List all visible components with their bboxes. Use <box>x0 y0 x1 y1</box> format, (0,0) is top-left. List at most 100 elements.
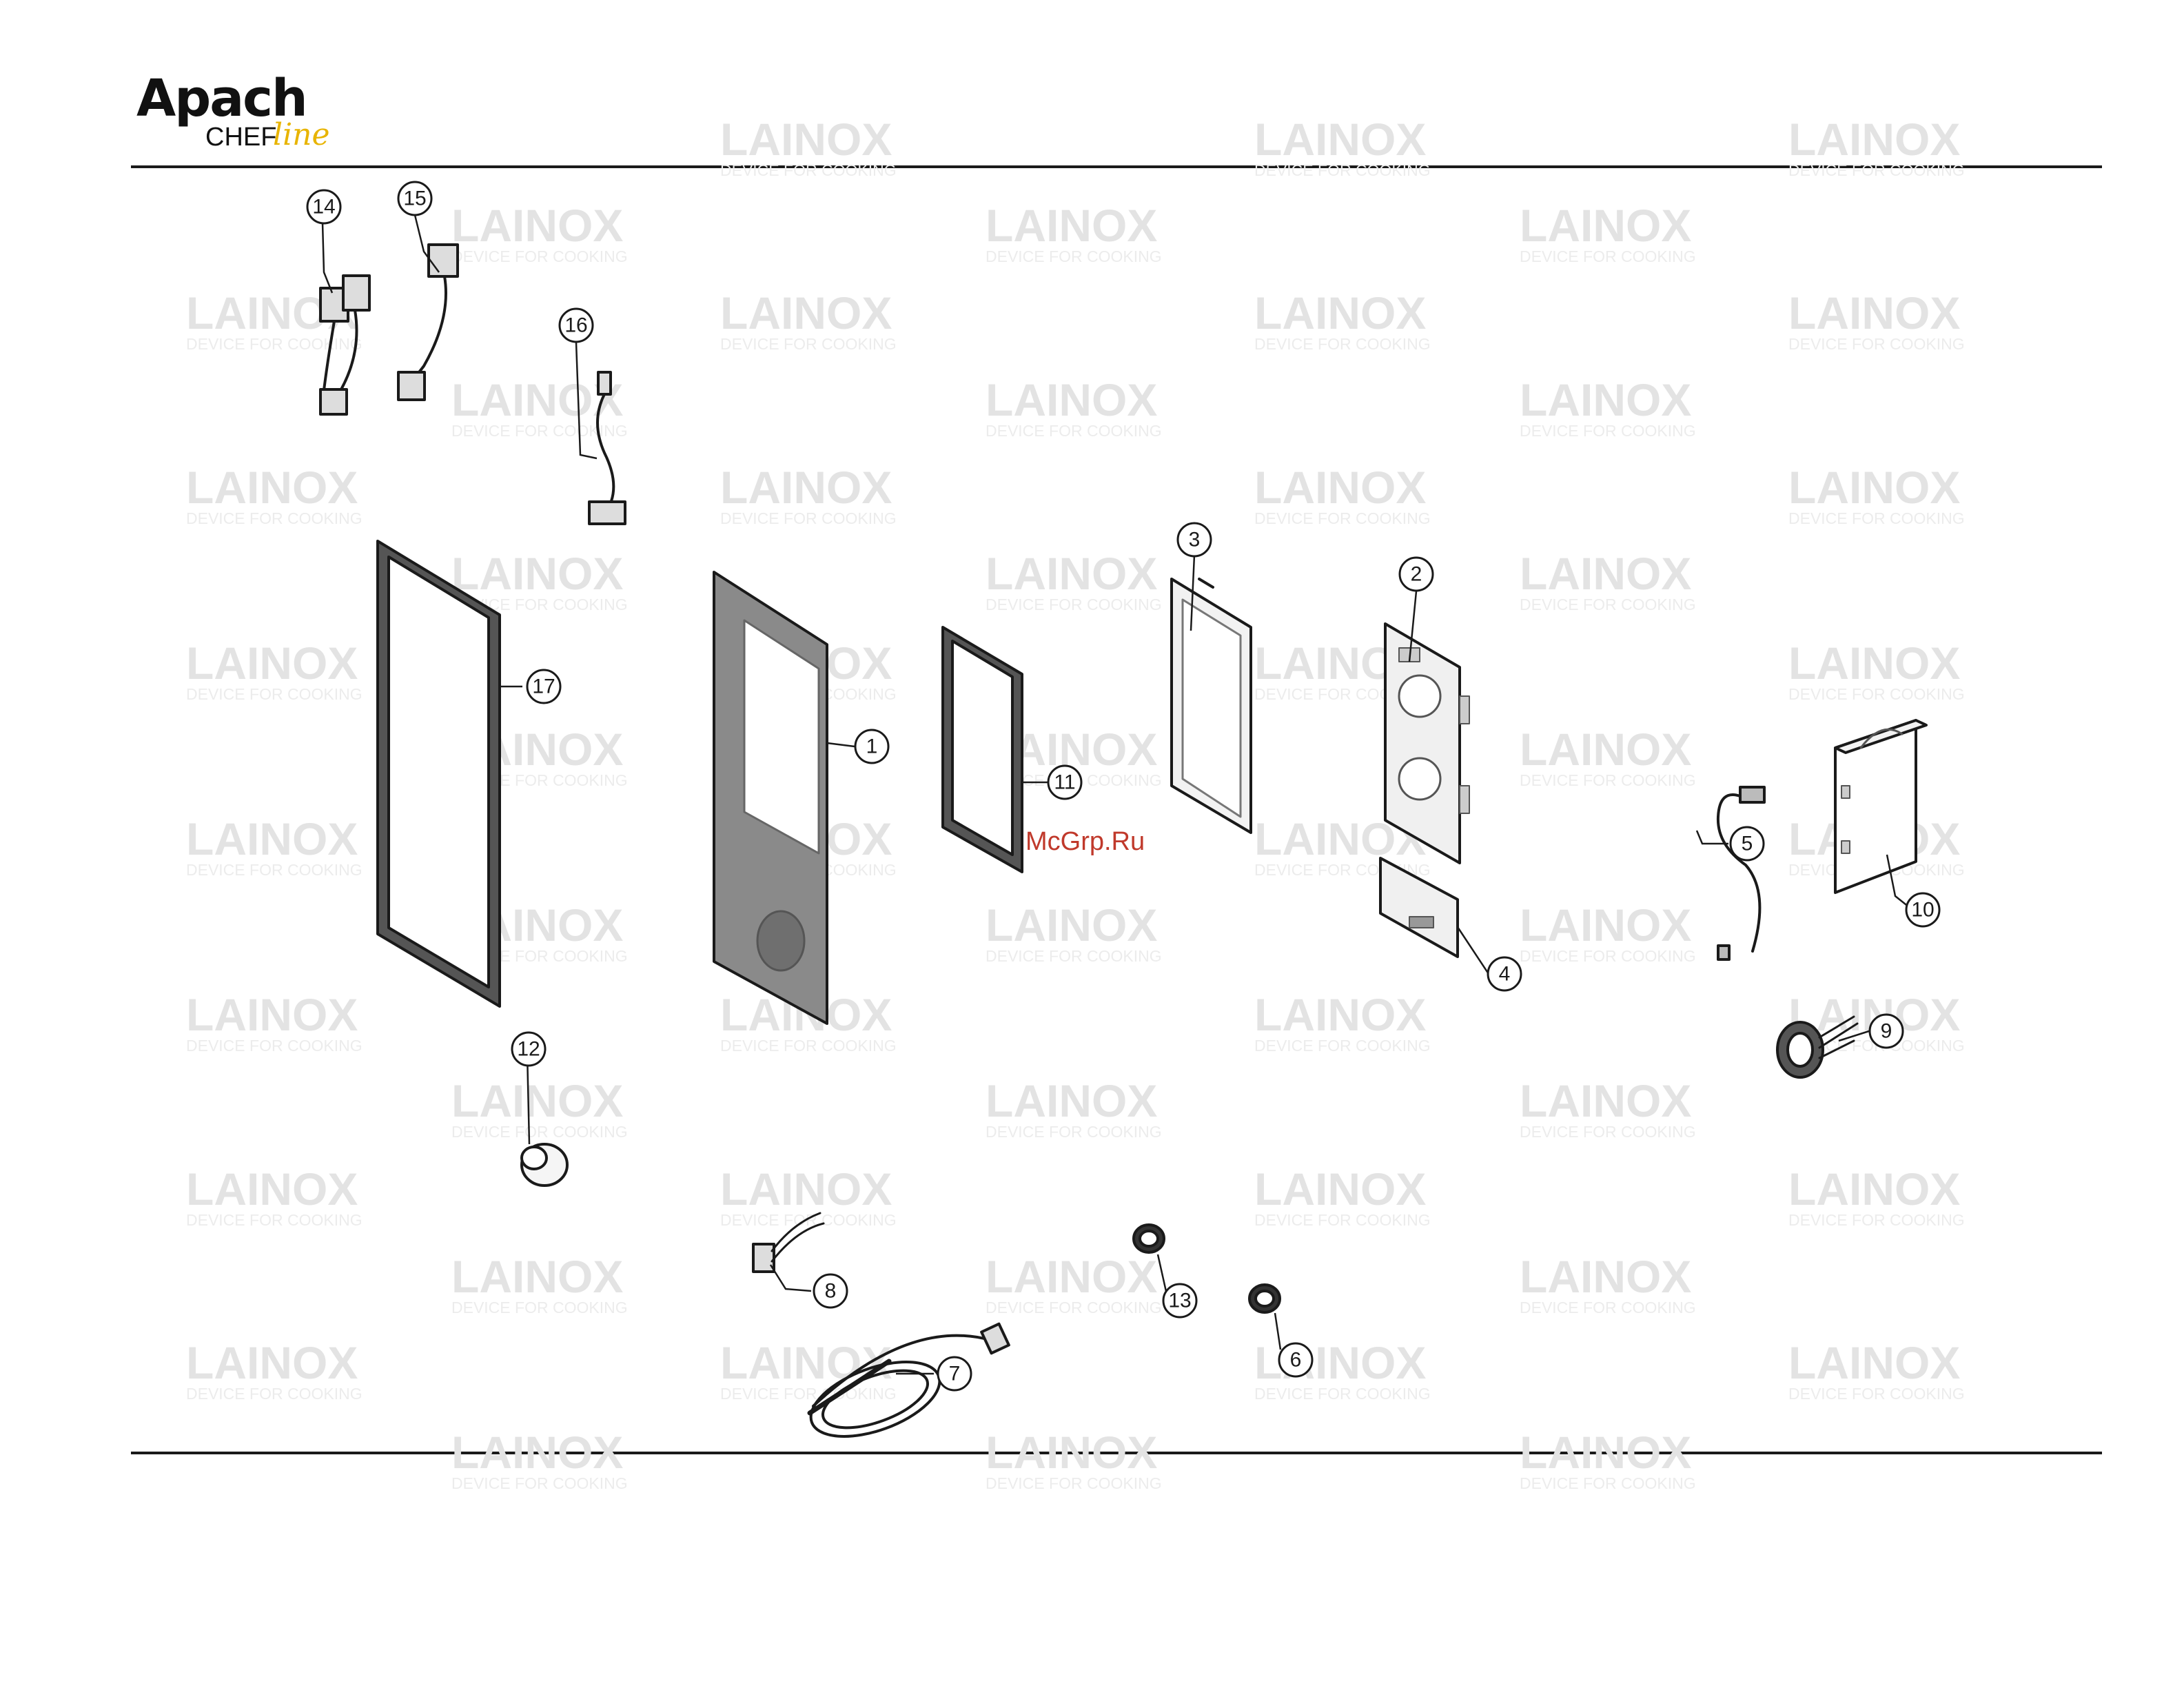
watermark-tagline: DEVICE FOR COOKING <box>1788 1385 1965 1403</box>
watermark-tagline: DEVICE FOR COOKING <box>1520 596 1696 613</box>
watermark-tagline: DEVICE FOR COOKING <box>1520 1123 1696 1141</box>
site-watermark: McGrp.Ru <box>1025 827 1145 856</box>
watermark-tagline: DEVICE FOR COOKING <box>1254 335 1431 353</box>
callout-10: 10 <box>1905 892 1941 928</box>
watermark-tagline: DEVICE FOR COOKING <box>451 1474 628 1492</box>
watermark-word: LAINOX <box>986 1251 1157 1302</box>
watermark-tagline: DEVICE FOR COOKING <box>1254 161 1431 179</box>
watermark-tagline: DEVICE FOR COOKING <box>1520 1299 1696 1316</box>
callout-number: 13 <box>1168 1290 1191 1312</box>
watermark-word: LAINOX <box>1788 638 1960 689</box>
watermark-tagline: DEVICE FOR COOKING <box>986 422 1162 440</box>
watermark-word: LAINOX <box>1788 1163 1960 1214</box>
watermark-tagline: DEVICE FOR COOKING <box>1520 771 1696 789</box>
callout-circle <box>1162 1283 1198 1319</box>
watermark-word: LAINOX <box>1520 1075 1691 1126</box>
watermark-word: LAINOX <box>986 899 1157 950</box>
callout-number: 6 <box>1290 1349 1302 1372</box>
callout-number: 5 <box>1742 833 1753 855</box>
watermark-word: LAINOX <box>1788 114 1960 165</box>
callout-4: 4 <box>1487 956 1522 992</box>
callout-13: 13 <box>1162 1283 1198 1319</box>
push-button-b <box>1248 1283 1281 1314</box>
callout-circle <box>306 189 342 225</box>
watermark-word: LAINOX <box>1520 374 1691 425</box>
control-knob <box>520 1143 569 1187</box>
watermark-tagline: DEVICE FOR COOKING <box>186 1037 363 1055</box>
watermark-word: LAINOX <box>1254 1163 1426 1214</box>
sensor-cable <box>1716 786 1766 961</box>
callout-circle <box>1487 956 1522 992</box>
callout-number: 17 <box>532 675 555 698</box>
watermark-word: LAINOX <box>1520 1251 1691 1302</box>
watermark-tagline: DEVICE FOR COOKING <box>1788 1211 1965 1229</box>
watermark-tagline: DEVICE FOR COOKING <box>986 247 1162 265</box>
watermark-word: LAINOX <box>186 1337 358 1388</box>
brand-logo: Apach CHEF line <box>136 69 371 159</box>
watermark-word: LAINOX <box>720 462 892 513</box>
watermark-tagline: DEVICE FOR COOKING <box>1254 1037 1431 1055</box>
callout-circle <box>813 1273 848 1309</box>
watermark-word: LAINOX <box>1788 1337 1960 1388</box>
watermark-word: LAINOX <box>186 813 358 864</box>
wiring-harness-a <box>319 274 371 416</box>
callout-number: 2 <box>1411 563 1422 586</box>
watermark-tagline: DEVICE FOR COOKING <box>720 1385 897 1403</box>
buzzer <box>1776 1015 1859 1079</box>
watermark-word: LAINOX <box>986 1075 1157 1126</box>
footer-rule <box>131 1452 2102 1454</box>
watermark-word: LAINOX <box>986 548 1157 599</box>
header-rule <box>131 165 2102 168</box>
watermark-tagline: DEVICE FOR COOKING <box>1788 161 1965 179</box>
callout-3: 3 <box>1176 522 1212 558</box>
watermark-word: LAINOX <box>451 1251 623 1302</box>
watermark-tagline: DEVICE FOR COOKING <box>1254 1385 1431 1403</box>
callout-number: 1 <box>866 735 878 758</box>
watermark-word: LAINOX <box>986 374 1157 425</box>
callout-number: 11 <box>1054 771 1075 794</box>
watermark-tagline: DEVICE FOR COOKING <box>1254 1211 1431 1229</box>
callout-number: 15 <box>403 187 426 210</box>
callout-number: 12 <box>517 1038 540 1061</box>
gasket-frame-large <box>376 540 501 1008</box>
brand-subname: CHEF <box>205 123 277 152</box>
callout-5: 5 <box>1729 826 1765 862</box>
callout-circle <box>511 1031 547 1067</box>
callout-circle <box>1278 1342 1314 1378</box>
callout-circle <box>1868 1013 1904 1049</box>
watermark-word: LAINOX <box>451 374 623 425</box>
callout-17: 17 <box>526 669 562 704</box>
watermark-tagline: DEVICE FOR COOKING <box>451 422 628 440</box>
watermark-tagline: DEVICE FOR COOKING <box>451 1299 628 1316</box>
callout-11: 11 <box>1047 764 1083 800</box>
watermark-word: LAINOX <box>720 1337 892 1388</box>
watermark-tagline: DEVICE FOR COOKING <box>986 596 1162 613</box>
callout-8: 8 <box>813 1273 848 1309</box>
watermark-tagline: DEVICE FOR COOKING <box>986 1474 1162 1492</box>
watermark-tagline: DEVICE FOR COOKING <box>986 1299 1162 1316</box>
watermark-word: LAINOX <box>186 638 358 689</box>
callout-circle <box>558 307 594 343</box>
callout-circle <box>1398 556 1434 592</box>
callout-number: 16 <box>564 314 587 337</box>
callout-number: 4 <box>1499 963 1511 986</box>
auxiliary-circuit-board <box>1379 857 1459 958</box>
